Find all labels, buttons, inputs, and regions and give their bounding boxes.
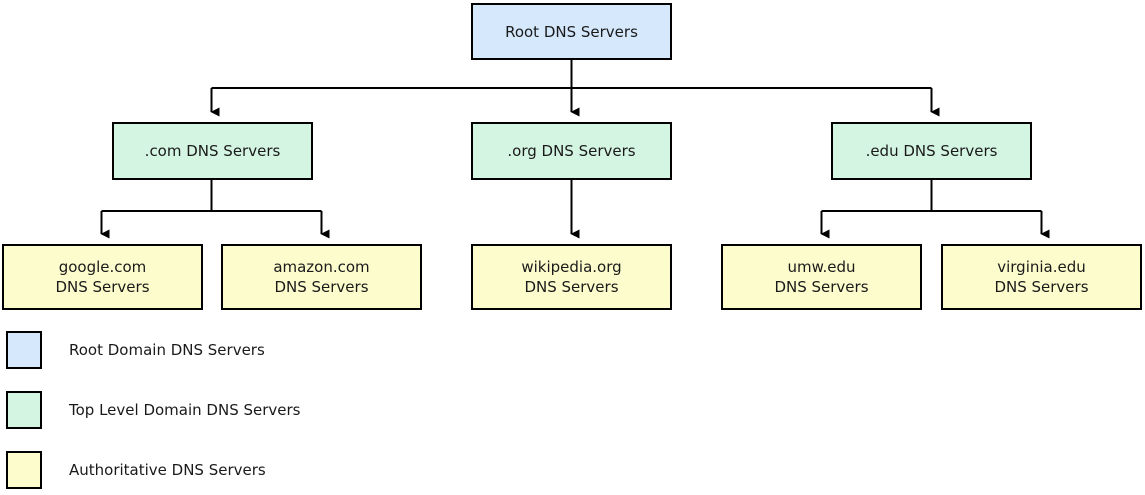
node-google-com-dns-servers[interactable]: google.com DNS Servers	[2, 244, 203, 310]
node-virginia-edu-dns-servers[interactable]: virginia.edu DNS Servers	[941, 244, 1142, 310]
legend-item-authoritative: Authoritative DNS Servers	[6, 450, 266, 490]
node-org-dns-servers[interactable]: .org DNS Servers	[471, 122, 672, 180]
legend-swatch-tld-icon	[6, 391, 42, 429]
legend-item-root: Root Domain DNS Servers	[6, 330, 265, 370]
node-root-dns-servers[interactable]: Root DNS Servers	[471, 3, 672, 60]
node-amazon-com-dns-servers[interactable]: amazon.com DNS Servers	[221, 244, 422, 310]
node-umw-edu-dns-servers[interactable]: umw.edu DNS Servers	[721, 244, 922, 310]
node-com-dns-servers[interactable]: .com DNS Servers	[112, 122, 313, 180]
legend-label-authoritative: Authoritative DNS Servers	[69, 461, 266, 479]
node-wikipedia-org-dns-servers[interactable]: wikipedia.org DNS Servers	[471, 244, 672, 310]
node-edu-dns-servers[interactable]: .edu DNS Servers	[831, 122, 1032, 180]
legend-item-tld: Top Level Domain DNS Servers	[6, 390, 300, 430]
legend-label-root: Root Domain DNS Servers	[69, 341, 265, 359]
legend-label-tld: Top Level Domain DNS Servers	[69, 401, 301, 419]
legend-swatch-authoritative-icon	[6, 451, 42, 489]
legend-swatch-root-icon	[6, 331, 42, 369]
